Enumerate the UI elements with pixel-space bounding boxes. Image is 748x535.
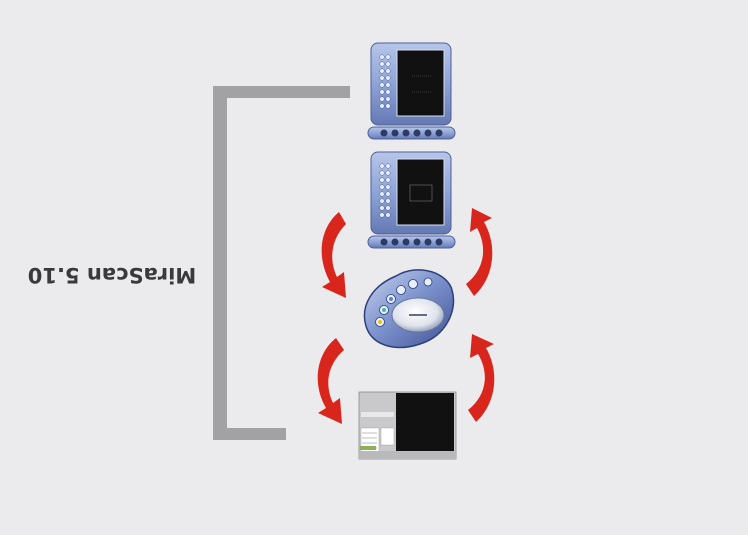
scanner-panel-icon <box>368 43 455 139</box>
scanner-panel-icon <box>368 152 455 248</box>
control-pad-icon <box>364 270 453 348</box>
scan-window-icon <box>359 392 456 459</box>
arrow-icon <box>466 208 492 296</box>
arrow-icon <box>468 334 494 422</box>
arrow-icon <box>322 212 346 298</box>
arrow-icon <box>318 338 344 424</box>
